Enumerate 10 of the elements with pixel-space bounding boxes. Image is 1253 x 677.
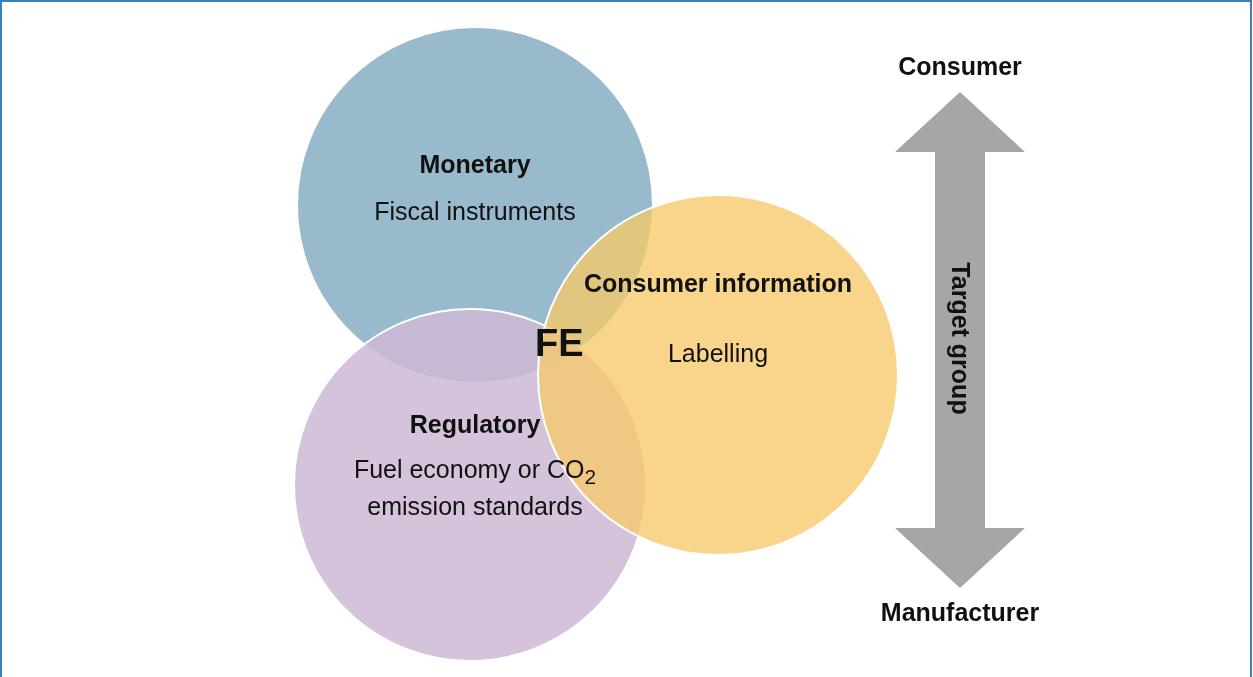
axis-end-label: Consumer (898, 51, 1022, 82)
circle-heading: Monetary (418, 149, 532, 180)
edge-label: Target group (945, 261, 975, 417)
circle-heading: Regulatory (408, 409, 542, 440)
circle-heading: Consumer information (582, 268, 854, 299)
circle-text: Labelling (666, 338, 770, 369)
double-arrow (895, 92, 1025, 588)
axis-end-label: Manufacturer (880, 597, 1040, 628)
circle-text: Fiscal instruments (373, 196, 577, 227)
circle-text: Fuel economy or CO$_{2}$ emission standards (352, 454, 598, 523)
